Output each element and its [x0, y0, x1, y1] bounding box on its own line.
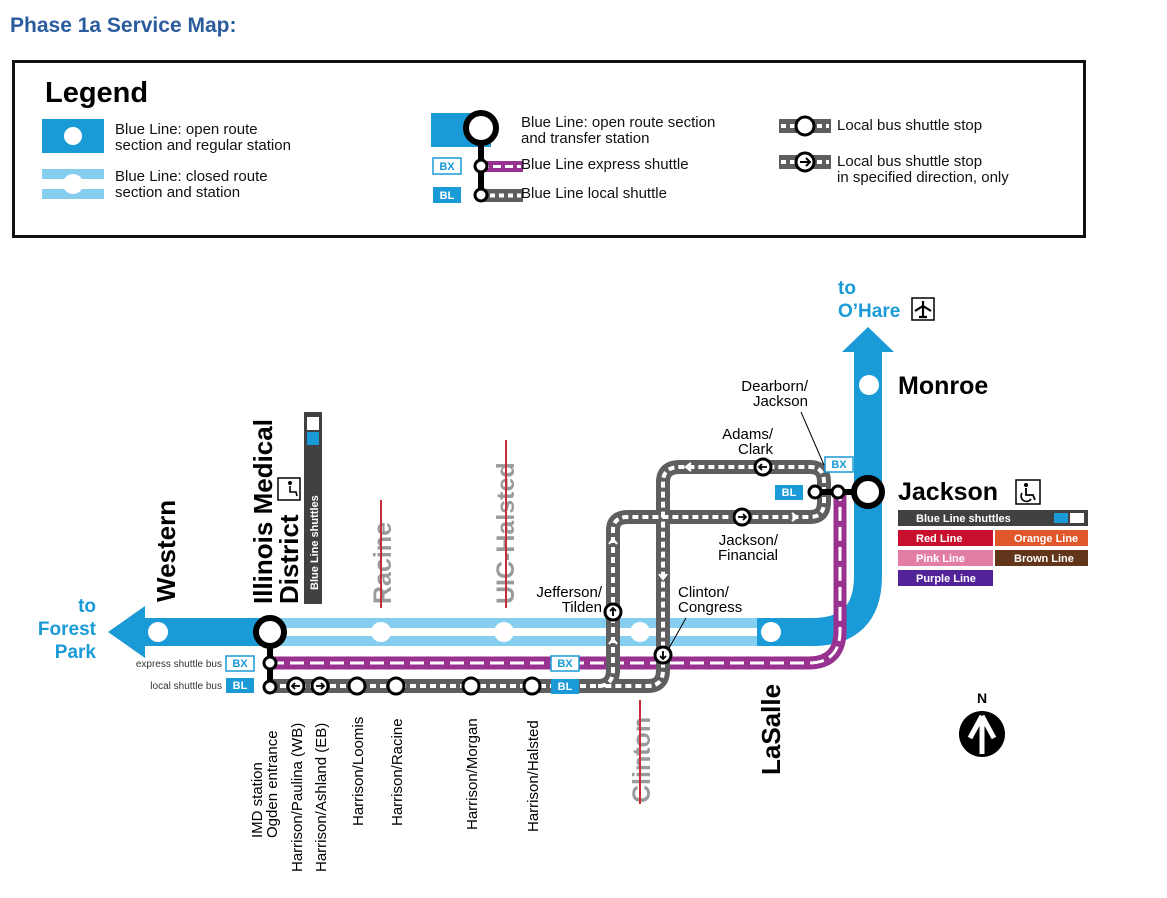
- svg-text:BL: BL: [440, 190, 455, 202]
- svg-text:BX: BX: [831, 459, 847, 471]
- svg-text:BL: BL: [233, 680, 248, 692]
- svg-text:Harrison/Halsted: Harrison/Halsted: [525, 720, 542, 832]
- svg-text:Blue Line shuttles: Blue Line shuttles: [309, 495, 321, 590]
- svg-text:Dearborn/: Dearborn/: [741, 378, 809, 395]
- local-shuttle-route: [270, 460, 831, 693]
- harrison-halsted-stop: [522, 676, 542, 696]
- clinton-station-closed: [630, 622, 650, 642]
- legend-local-stop-swatch: [779, 115, 831, 137]
- jackson-transfers: Blue Line shuttles Red Line Orange Line …: [898, 510, 1088, 586]
- imd-shuttle-badge: Blue Line shuttles: [304, 412, 322, 604]
- page-title: Phase 1a Service Map:: [10, 14, 237, 37]
- svg-text:Adams/: Adams/: [722, 426, 774, 443]
- svg-text:Blue Line shuttles: Blue Line shuttles: [916, 513, 1011, 525]
- legend-closed-swatch: [42, 169, 104, 199]
- lasalle-station[interactable]: [761, 622, 781, 642]
- imd-transfer-station[interactable]: [253, 615, 287, 695]
- svg-text:Harrison/Racine: Harrison/Racine: [389, 718, 406, 826]
- svg-text:Orange Line: Orange Line: [1014, 533, 1078, 545]
- svg-text:BX: BX: [439, 161, 455, 173]
- svg-text:Harrison/Ashland (EB): Harrison/Ashland (EB): [313, 723, 330, 872]
- svg-text:BX: BX: [232, 658, 248, 670]
- monroe-label: Monroe: [898, 372, 988, 400]
- legend-transfer-swatch: BX BL: [431, 110, 523, 203]
- svg-text:Red Line: Red Line: [916, 533, 962, 545]
- svg-text:Park: Park: [55, 642, 97, 663]
- jackson-label: Jackson: [898, 478, 998, 506]
- monroe-station[interactable]: [859, 375, 879, 395]
- svg-text:Clark: Clark: [738, 441, 774, 458]
- harrison-loomis-stop: [347, 676, 367, 696]
- western-label: Western: [151, 500, 181, 602]
- svg-text:Tilden: Tilden: [562, 599, 602, 616]
- legend-dir-stop-swatch: [779, 151, 831, 173]
- western-station[interactable]: [148, 622, 168, 642]
- lasalle-label: LaSalle: [756, 684, 786, 775]
- svg-text:Jackson: Jackson: [753, 393, 808, 410]
- racine-station-closed: [371, 622, 391, 642]
- legend-local-text: Blue Line local shuttle: [521, 185, 667, 202]
- harrison-morgan-stop: [461, 676, 481, 696]
- svg-text:Harrison/Loomis: Harrison/Loomis: [350, 717, 367, 826]
- svg-text:express shuttle bus: express shuttle bus: [136, 659, 222, 670]
- svg-text:BL: BL: [558, 681, 573, 693]
- legend-open-regular-swatch: [42, 119, 104, 153]
- svg-text:Clinton: Clinton: [628, 717, 656, 803]
- svg-text:to: to: [78, 596, 96, 617]
- harrison-racine-stop: [386, 676, 406, 696]
- svg-text:Harrison/Paulina (WB): Harrison/Paulina (WB): [289, 723, 306, 872]
- svg-text:Purple Line: Purple Line: [916, 573, 976, 585]
- shuttle-bus-labels: express shuttle bus local shuttle bus: [136, 659, 222, 692]
- blue-line-closed-route: [275, 618, 757, 646]
- svg-text:O’Hare: O’Hare: [838, 301, 900, 322]
- jackson-accessible-icon: [1015, 479, 1041, 505]
- svg-text:IMD station: IMD station: [249, 762, 266, 838]
- svg-text:Jackson/: Jackson/: [719, 532, 779, 549]
- svg-text:Congress: Congress: [678, 599, 742, 616]
- svg-text:BL: BL: [782, 487, 797, 499]
- legend-express-text: Blue Line express shuttle: [521, 156, 689, 173]
- svg-text:to: to: [838, 278, 856, 299]
- airport-icon: [911, 297, 935, 321]
- imd-label-line2: District: [274, 514, 304, 604]
- svg-text:Ogden entrance: Ogden entrance: [264, 730, 281, 838]
- uic-halsted-station-closed: [494, 622, 514, 642]
- express-shuttle-route: [270, 490, 847, 670]
- svg-text:Jefferson/: Jefferson/: [536, 584, 602, 601]
- svg-text:Racine: Racine: [369, 522, 397, 604]
- jackson-transfer-station[interactable]: [807, 475, 885, 509]
- legend-local-stop-text: Local bus shuttle stop: [837, 117, 983, 134]
- svg-text:Harrison/Morgan: Harrison/Morgan: [464, 718, 481, 830]
- svg-text:Pink Line: Pink Line: [916, 553, 965, 565]
- svg-text:Brown Line: Brown Line: [1014, 553, 1074, 565]
- imd-accessible-icon: [277, 477, 301, 501]
- svg-text:BX: BX: [557, 658, 573, 670]
- imd-label-line1: Illinois Medical: [248, 419, 278, 604]
- direction-chevrons: [608, 462, 799, 645]
- loop-stop-labels: Dearborn/ Jackson Adams/ Clark Jackson/ …: [536, 378, 825, 651]
- legend-title: Legend: [45, 77, 149, 109]
- terminal-labels: to Forest Park to O’Hare: [38, 278, 900, 663]
- svg-text:N: N: [977, 690, 987, 706]
- svg-text:local shuttle bus: local shuttle bus: [150, 681, 222, 692]
- svg-text:Financial: Financial: [718, 547, 778, 564]
- svg-text:Clinton/: Clinton/: [678, 584, 730, 601]
- shuttle-badges: BX BL BX BL BX BL: [225, 456, 854, 694]
- bus-stops: [286, 457, 773, 696]
- svg-text:Forest: Forest: [38, 619, 97, 640]
- closed-station-labels: Racine UIC-Halsted Clinton: [369, 440, 656, 804]
- north-arrow-icon: N: [959, 690, 1005, 757]
- harrison-stop-labels: IMD station Ogden entrance Harrison/Paul…: [249, 717, 542, 872]
